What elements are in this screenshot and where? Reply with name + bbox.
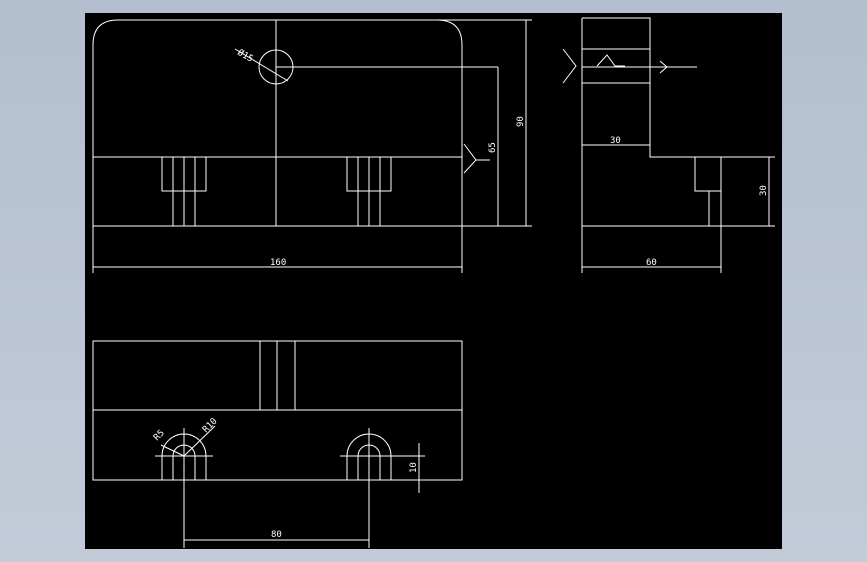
- dim-side-step-width: 30: [582, 136, 650, 146]
- dim-top-slot-depth: 10: [391, 443, 462, 493]
- svg-text:60: 60: [646, 258, 657, 268]
- svg-text:10: 10: [409, 462, 419, 473]
- dim-top-slot-spacing: 80: [184, 530, 369, 541]
- dim-side-step-height: 30: [721, 156, 775, 227]
- side-view: 30 60 30: [562, 17, 775, 273]
- svg-text:30: 30: [759, 185, 769, 196]
- surface-finish-mark: [463, 143, 477, 174]
- top-slot-left: R5 R10: [152, 417, 220, 548]
- hole-leader-line: [234, 48, 289, 82]
- svg-text:30: 30: [610, 136, 621, 146]
- svg-text:R5: R5: [152, 428, 167, 443]
- drawing-viewport[interactable]: Ø15 160 90: [85, 13, 782, 549]
- front-outline: [92, 19, 463, 227]
- side-counterbore: [694, 157, 721, 226]
- svg-text:80: 80: [271, 530, 282, 540]
- svg-text:65: 65: [488, 142, 498, 153]
- left-counterbore: [161, 157, 207, 226]
- side-arrow-mark: [659, 60, 668, 74]
- dim-front-width: 160: [92, 226, 463, 273]
- top-slot-right: [340, 428, 398, 548]
- svg-text:160: 160: [270, 258, 286, 268]
- dim-front-hole-height: 65: [488, 67, 499, 226]
- cad-drawing: Ø15 160 90: [92, 17, 775, 548]
- dim-side-total-width: 60: [581, 226, 722, 273]
- dim-front-height-total: 90: [437, 19, 532, 227]
- side-finish-mark-left: [562, 48, 577, 84]
- front-view: Ø15 160 90: [92, 19, 532, 273]
- side-finish-mark-top: [596, 54, 625, 67]
- top-view: R5 R10 80 10: [92, 340, 463, 548]
- hole-diameter-label: Ø15: [236, 47, 256, 65]
- svg-text:R10: R10: [201, 417, 220, 436]
- svg-text:90: 90: [516, 116, 526, 127]
- right-counterbore: [346, 157, 392, 226]
